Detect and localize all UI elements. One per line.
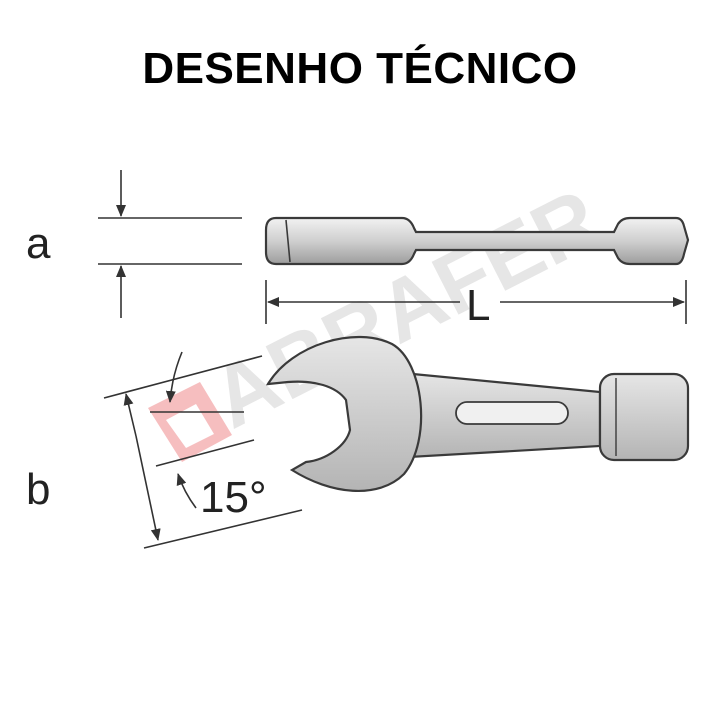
dimension-b bbox=[103, 355, 303, 549]
wrench-front-view bbox=[265, 336, 690, 492]
label-a: a bbox=[26, 219, 51, 268]
dimension-L bbox=[265, 280, 687, 324]
dimension-a bbox=[98, 170, 242, 318]
angle-indicator bbox=[150, 351, 255, 509]
label-b: b bbox=[26, 465, 50, 514]
wrench-side-view bbox=[264, 216, 690, 266]
page-title: DESENHO TÉCNICO bbox=[142, 44, 578, 93]
label-angle: 15° bbox=[200, 473, 267, 522]
label-L: L bbox=[466, 281, 490, 330]
